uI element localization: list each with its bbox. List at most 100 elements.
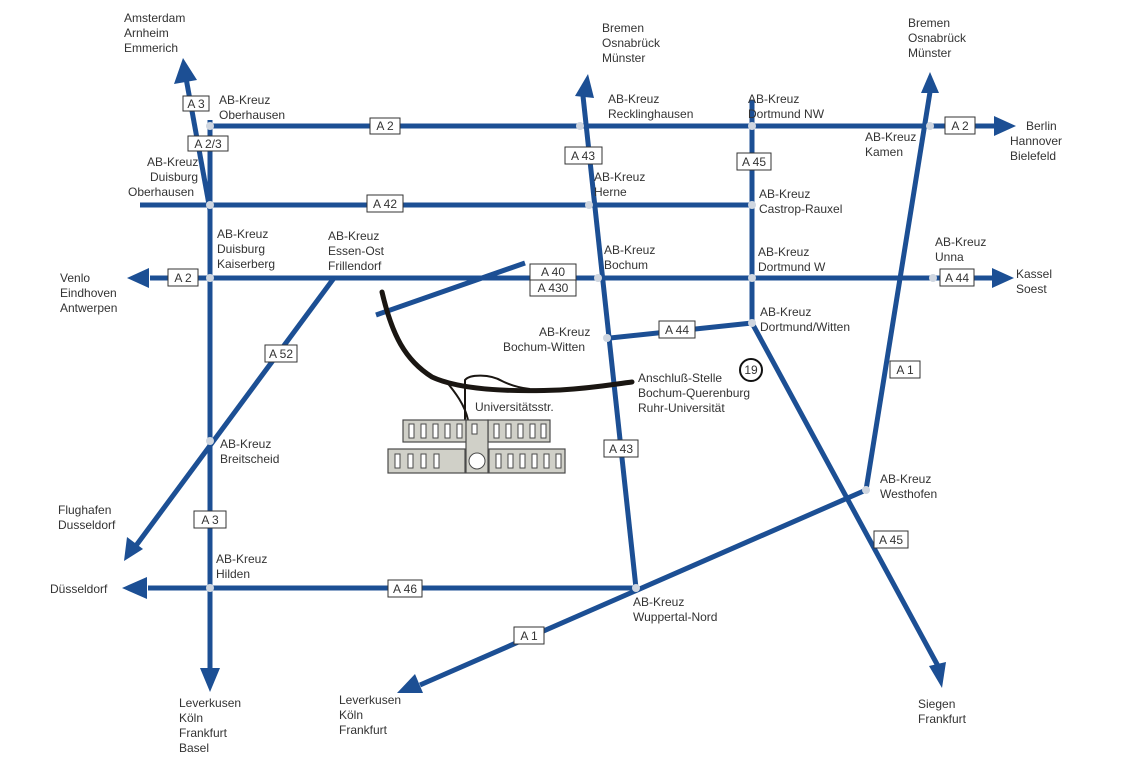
arrow-east-a2 [994, 116, 1016, 136]
junction-dot [206, 122, 214, 130]
svg-text:A 1: A 1 [896, 363, 914, 377]
road-a1-east [863, 91, 933, 491]
arrow-west-a46 [122, 577, 147, 599]
shield-a1-low: A 1 [513, 626, 545, 645]
svg-text:A 44: A 44 [665, 323, 689, 337]
road-a43 [580, 95, 639, 589]
building-window [471, 423, 478, 435]
shield-a46: A 46 [387, 579, 423, 598]
arrow-nw [174, 58, 197, 84]
building-window [519, 453, 526, 469]
motorway-network [132, 77, 995, 688]
junction-dot [576, 122, 584, 130]
local-road-curve [379, 289, 635, 394]
junction-dot [748, 274, 756, 282]
junction-dot [206, 437, 214, 445]
arrow-south-a45 [929, 662, 946, 688]
svg-text:A 2: A 2 [951, 119, 969, 133]
shield-a43-mid: A 43 [603, 439, 639, 458]
building-window [555, 453, 562, 469]
junction-dot [929, 274, 937, 282]
road-a52 [132, 276, 337, 549]
arrow-airport [124, 537, 143, 561]
junction-dot [594, 274, 602, 282]
junction-dots [206, 122, 937, 592]
shield-a42: A 42 [366, 194, 404, 213]
building-window [493, 423, 500, 439]
arrow-south-a1 [397, 674, 423, 693]
shield-a23: A 2/3 [187, 135, 229, 152]
arrow-south-a3 [200, 668, 220, 692]
building-window [444, 423, 451, 439]
svg-text:A 40: A 40 [541, 265, 565, 279]
svg-text:A 1: A 1 [520, 629, 538, 643]
shield-a2-east: A 2 [944, 116, 976, 135]
building-window [408, 423, 415, 439]
building-window [432, 423, 439, 439]
building-window [407, 453, 414, 469]
building-window [456, 423, 463, 439]
audimax-circle [468, 452, 486, 470]
building-lower-right [488, 448, 566, 474]
building-window [540, 423, 547, 439]
exit-number-badge: 19 [739, 358, 763, 382]
building-window [420, 423, 427, 439]
svg-text:A 2: A 2 [174, 271, 192, 285]
arrow-north-a43 [575, 74, 594, 98]
junction-dot [748, 319, 756, 327]
junction-dot [748, 122, 756, 130]
arrow-west-a2 [127, 268, 149, 288]
shield-a45-top: A 45 [736, 152, 772, 171]
building-window [543, 453, 550, 469]
junction-dot [926, 122, 934, 130]
junction-dot [632, 584, 640, 592]
svg-text:A 2/3: A 2/3 [194, 137, 222, 151]
campus-access [444, 379, 469, 421]
building-window [394, 453, 401, 469]
arrow-east-a44 [992, 268, 1014, 288]
building-window [433, 453, 440, 469]
svg-text:A 44: A 44 [945, 271, 969, 285]
arrow-north-a1 [921, 72, 939, 93]
svg-text:A 45: A 45 [879, 533, 903, 547]
svg-text:A 2: A 2 [376, 119, 394, 133]
shield-a52: A 52 [264, 344, 298, 363]
shield-a3-top: A 3 [182, 95, 210, 112]
svg-text:A 42: A 42 [373, 197, 397, 211]
street-label: Universitätsstr. [475, 400, 554, 414]
direction-arrows [122, 58, 1016, 693]
destination-west-a46: Düsseldorf [50, 582, 108, 596]
junction-dot [862, 486, 870, 494]
local-roads [379, 289, 635, 423]
junction-dot [206, 274, 214, 282]
building-window [531, 453, 538, 469]
shield-a44-mid: A 44 [658, 320, 696, 339]
svg-text:A 52: A 52 [269, 347, 293, 361]
road-a45-south [749, 321, 941, 668]
junction-dot [206, 201, 214, 209]
road-a40-spur [375, 260, 526, 318]
junction-dot [603, 334, 611, 342]
